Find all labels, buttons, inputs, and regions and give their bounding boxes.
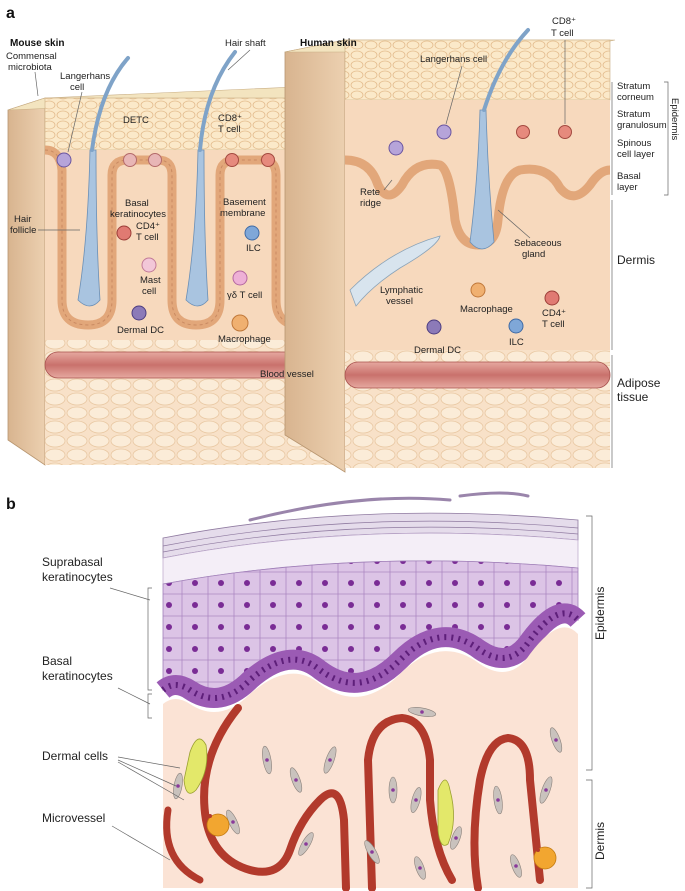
label-hair-follicle-1: Hair [14, 214, 31, 225]
label-langerhans-mouse-1: Langerhans [60, 71, 110, 82]
label-basement-1: Basement [223, 197, 266, 208]
label-basal-layer-1: Basal [617, 171, 641, 182]
label-langerhans-mouse-2: cell [70, 82, 84, 93]
layer-labels: Stratum corneum Stratum granulosum Spino… [611, 81, 680, 468]
label-cd8-human-2: T cell [551, 28, 574, 39]
label-mast-2: cell [142, 286, 156, 297]
label-rete-2: ridge [360, 198, 381, 209]
label-cd4-mouse-1: CD4⁺ [136, 221, 160, 232]
leader-lines-b [109, 515, 593, 889]
label-dermis-b: Dermis [593, 822, 607, 860]
label-hair-shaft: Hair shaft [225, 38, 266, 49]
label-detc: DETC [123, 115, 149, 126]
label-ilc-human: ILC [509, 337, 524, 348]
label-granulosum-2: granulosum [617, 120, 667, 131]
label-basal-b-1: Basal [42, 654, 72, 668]
label-langerhans-human: Langerhans cell [420, 54, 487, 65]
label-dermal-cells: Dermal cells [42, 749, 108, 763]
label-basal-kc-1: Basal [125, 198, 149, 209]
label-rete-1: Rete [360, 187, 380, 198]
label-basal-b-2: keratinocytes [42, 669, 113, 683]
label-cd4-mouse-2: T cell [136, 232, 159, 243]
dermis-section-b [163, 627, 578, 891]
label-spinous-2: cell layer [617, 149, 655, 160]
label-mast-1: Mast [140, 275, 161, 286]
panel-b-letter: b [6, 496, 16, 513]
label-cd8-human-1: CD8⁺ [552, 16, 576, 27]
human-skin-block [284, 28, 616, 473]
label-ilc-mouse: ILC [246, 243, 261, 254]
label-spinous-1: Spinous [617, 138, 652, 149]
label-epidermis-a: Epidermis [669, 98, 680, 140]
mouse-skin-title: Mouse skin [10, 38, 64, 49]
label-hair-follicle-2: follicle [10, 225, 36, 236]
label-adipose-2: tissue [617, 390, 649, 404]
epidermis-section-b [156, 491, 586, 708]
human-skin-title: Human skin [300, 38, 357, 49]
label-epidermis-b: Epidermis [593, 587, 607, 640]
label-suprabasal-2: keratinocytes [42, 570, 113, 584]
label-gd-t: γδ T cell [227, 290, 262, 301]
panel-a-letter: a [6, 5, 15, 22]
label-basal-kc-2: keratinocytes [110, 209, 166, 220]
label-cd8-mouse-1: CD8⁺ [218, 113, 242, 124]
label-macrophage-human: Macrophage [460, 304, 513, 315]
label-adipose-1: Adipose [617, 376, 661, 390]
label-lymphatic-2: vessel [386, 296, 413, 307]
label-basal-layer-2: layer [617, 182, 638, 193]
label-suprabasal-1: Suprabasal [42, 555, 103, 569]
label-dermal-dc-human: Dermal DC [414, 345, 461, 356]
label-commensal-1: Commensal [6, 51, 57, 62]
label-lymphatic-1: Lymphatic [380, 285, 423, 296]
label-sebaceous-2: gland [522, 249, 545, 260]
label-cd4-human-2: T cell [542, 319, 565, 330]
label-microvessel: Microvessel [42, 811, 105, 825]
langerhans-cell-mouse [56, 152, 72, 168]
label-basement-2: membrane [220, 208, 265, 219]
label-granulosum-1: Stratum [617, 109, 650, 120]
label-dermis-a: Dermis [617, 253, 655, 267]
leader-lines-a [34, 40, 566, 239]
label-cd4-human-1: CD4⁺ [542, 308, 566, 319]
label-sebaceous-1: Sebaceous [514, 238, 562, 249]
label-dermal-dc-mouse: Dermal DC [117, 325, 164, 336]
label-blood-vessel: Blood vessel [260, 369, 314, 380]
label-corneum-1: Stratum [617, 81, 650, 92]
label-commensal-2: microbiota [8, 62, 53, 73]
label-cd8-mouse-2: T cell [218, 124, 241, 135]
label-macrophage-mouse: Macrophage [218, 334, 271, 345]
label-corneum-2: corneum [617, 92, 654, 103]
